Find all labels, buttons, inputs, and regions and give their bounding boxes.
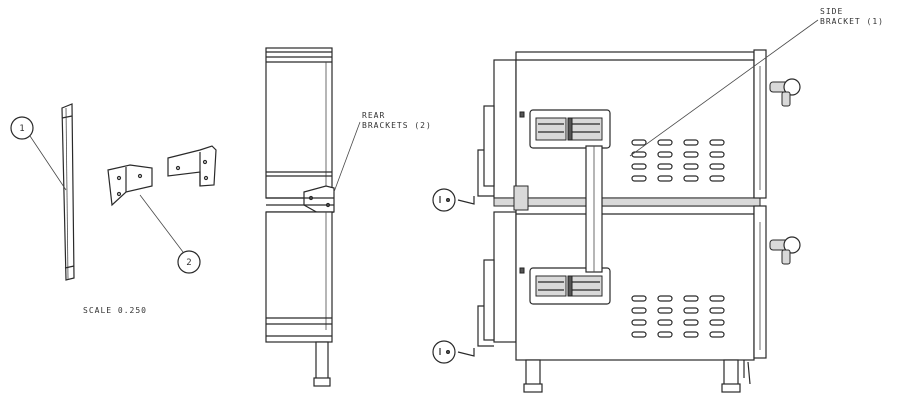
upper-left-handle	[432, 105, 529, 212]
front-right-leg	[721, 359, 741, 393]
rear-bracket-part-a	[107, 164, 153, 207]
callout-2-label: 2	[186, 258, 191, 268]
rear-bracket-part-b	[167, 145, 217, 187]
callout-2: 2	[139, 194, 201, 274]
lower-door-handle	[769, 236, 801, 265]
lower-left-handle	[432, 259, 495, 364]
callout-1: 1	[10, 116, 67, 191]
side-bracket-part	[61, 103, 75, 281]
scale-label: SCALE 0.250	[83, 306, 147, 315]
upper-knob	[432, 188, 456, 212]
side-view-leg	[315, 341, 329, 381]
lower-control-panel	[529, 267, 611, 305]
side-bracket-label-line1: SIDE	[820, 7, 843, 16]
lower-knob	[432, 340, 456, 364]
rear-brackets-label-line1: REAR	[362, 111, 385, 120]
rear-bracket-mounted	[303, 185, 335, 215]
upper-door-handle	[769, 78, 801, 107]
side-view: REAR BRACKETS (2)	[265, 47, 432, 387]
front-view: SIDE BRACKET (1)	[432, 7, 884, 393]
side-bracket-label-line2: BRACKET (1)	[820, 17, 884, 26]
upper-vents	[631, 139, 725, 182]
parts-group: 1 2 SCALE 0.250	[10, 103, 217, 315]
side-bracket-mounted	[585, 145, 603, 273]
front-left-leg	[523, 359, 543, 393]
lower-vents	[631, 295, 725, 338]
rear-brackets-label-line2: BRACKETS (2)	[362, 121, 432, 130]
callout-1-label: 1	[19, 124, 24, 134]
upper-control-panel	[529, 109, 611, 149]
